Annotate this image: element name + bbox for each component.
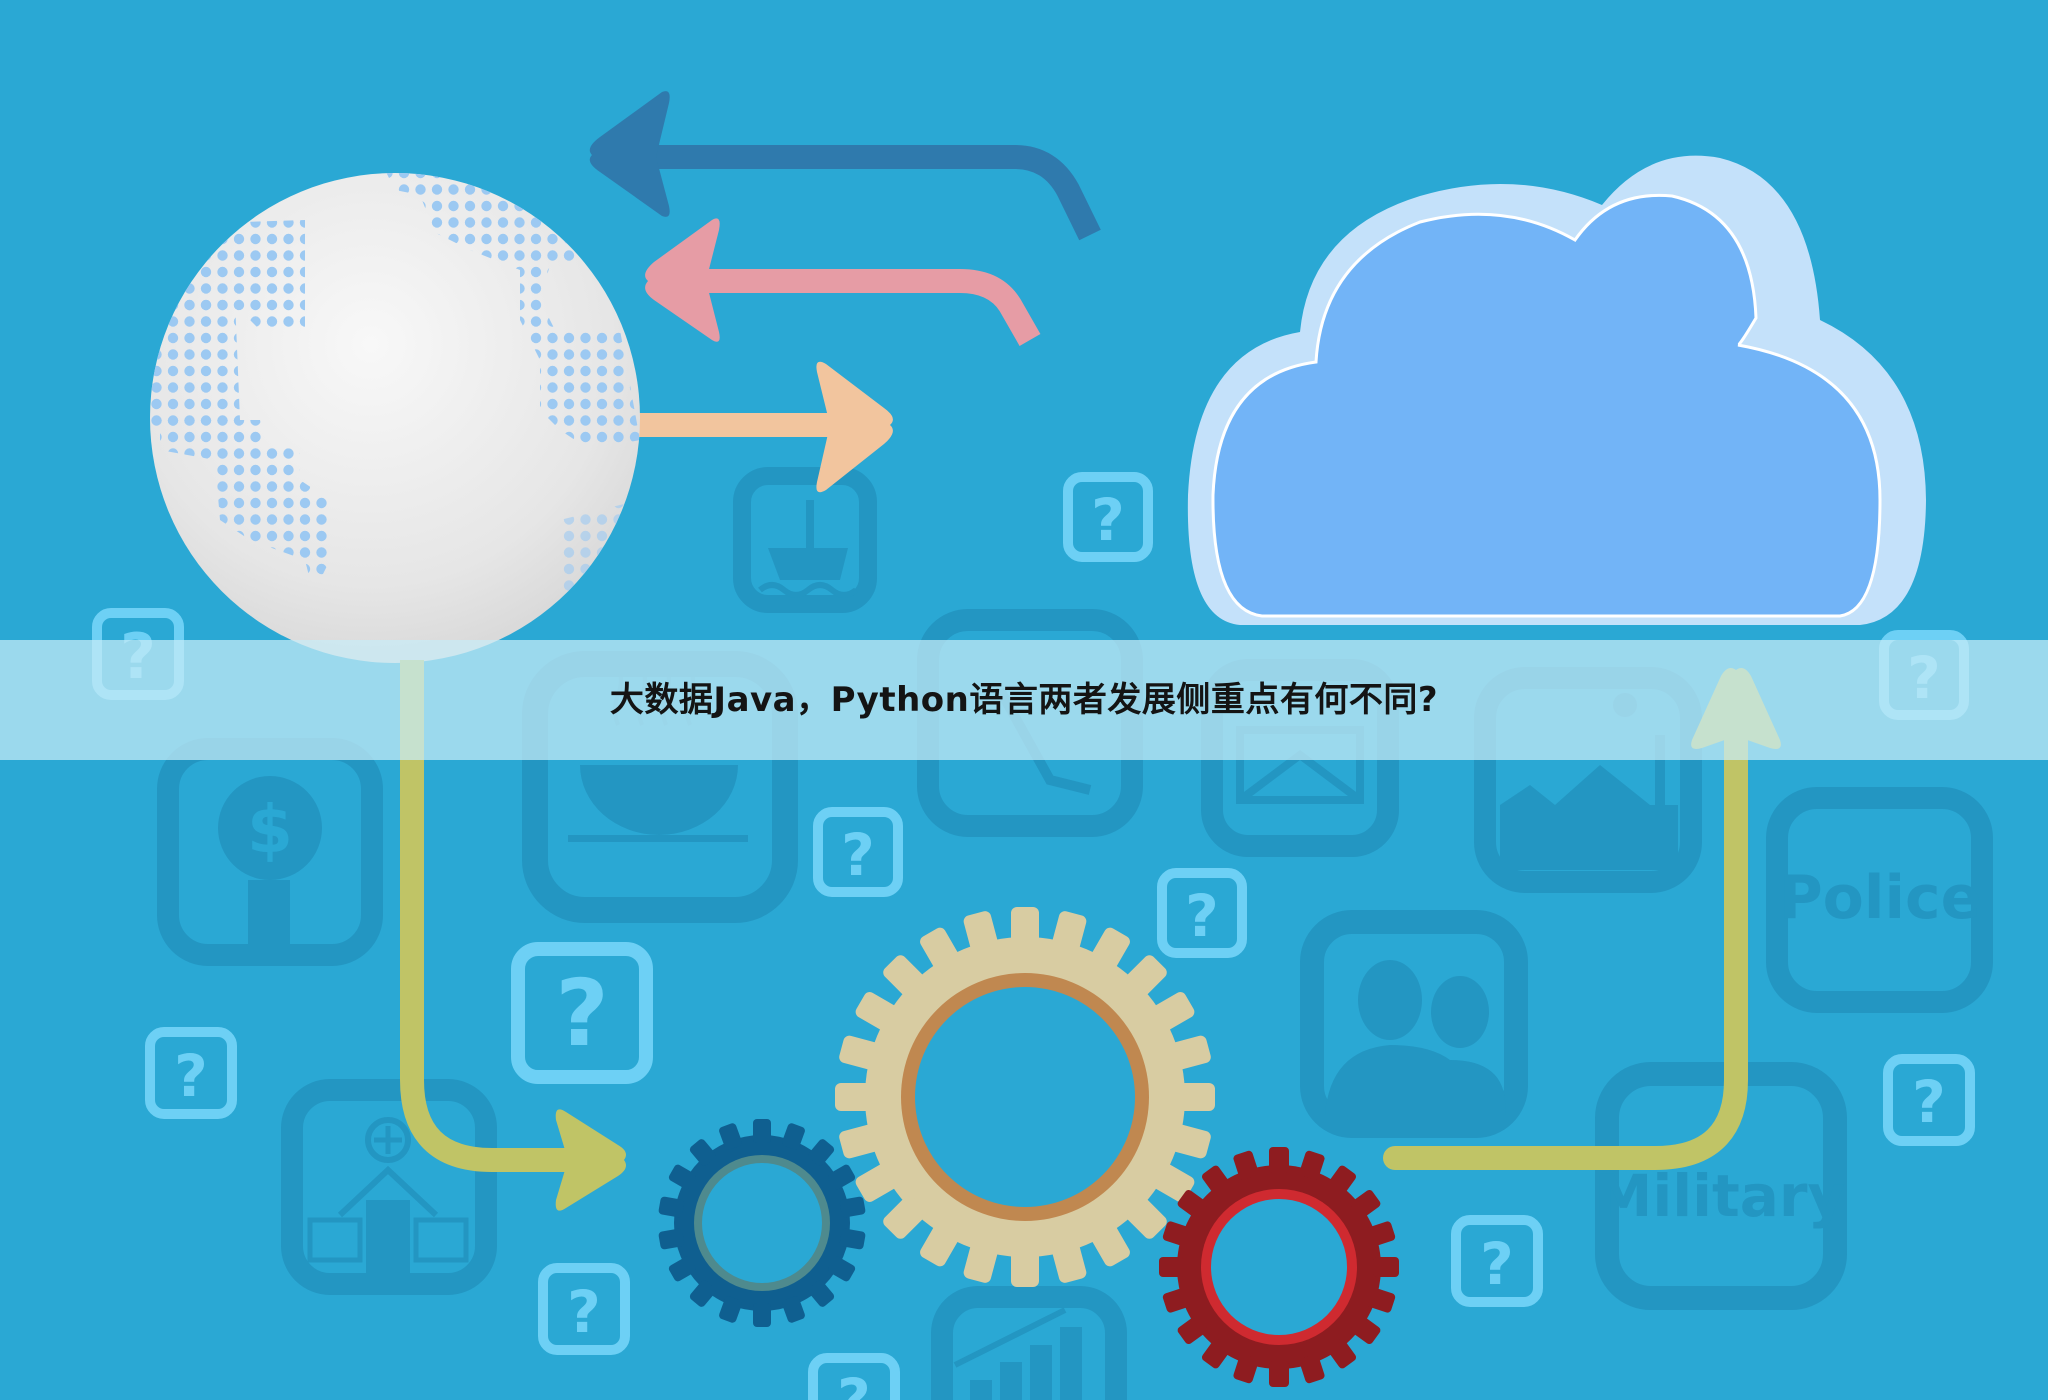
svg-text:?: ?	[1091, 486, 1125, 554]
question-box-icon: ?	[808, 1353, 900, 1400]
cloud-icon	[1187, 155, 1926, 625]
svg-text:?: ?	[174, 1042, 208, 1110]
military-icon: Military	[1595, 1062, 1847, 1310]
question-box-icon: ?	[511, 942, 653, 1084]
arrow-peach-right	[620, 361, 893, 493]
svg-text:Military: Military	[1595, 1162, 1846, 1230]
svg-text:?: ?	[1185, 882, 1219, 950]
question-box-icon: ?	[145, 1027, 237, 1119]
gear-red-icon	[1159, 1147, 1399, 1387]
arrow-yellow-down-right	[400, 660, 626, 1211]
svg-text:?: ?	[1480, 1230, 1514, 1298]
house-icon	[281, 1079, 497, 1295]
svg-text:?: ?	[837, 1366, 871, 1400]
arrow-dark-left	[589, 91, 1101, 241]
ship-icon	[733, 467, 877, 613]
svg-text:?: ?	[1912, 1068, 1946, 1136]
arrow-pink-left	[645, 218, 1041, 346]
question-box-icon: ?	[538, 1263, 630, 1355]
police-icon: Police	[1766, 787, 1993, 1013]
globe-icon	[150, 173, 640, 663]
question-box-icon: ?	[1451, 1215, 1543, 1307]
gear-blue-icon	[658, 1119, 866, 1327]
svg-text:?: ?	[555, 960, 608, 1067]
svg-text:?: ?	[841, 821, 875, 889]
question-box-icon: ?	[1883, 1054, 1975, 1146]
svg-text:$: $	[247, 791, 293, 868]
svg-text:?: ?	[567, 1278, 601, 1346]
svg-text:Police: Police	[1779, 863, 1982, 933]
dollar-icon: $	[157, 738, 383, 966]
people-icon	[1300, 910, 1528, 1138]
title-banner: 大数据Java，Python语言两者发展侧重点有何不同?	[0, 640, 2048, 760]
chart-icon	[931, 1286, 1127, 1400]
question-box-icon: ?	[1157, 868, 1247, 958]
question-box-icon: ?	[1063, 472, 1153, 562]
page-title: 大数据Java，Python语言两者发展侧重点有何不同?	[609, 679, 1439, 720]
question-box-icon: ?	[813, 807, 903, 897]
gear-beige-icon	[835, 907, 1215, 1287]
